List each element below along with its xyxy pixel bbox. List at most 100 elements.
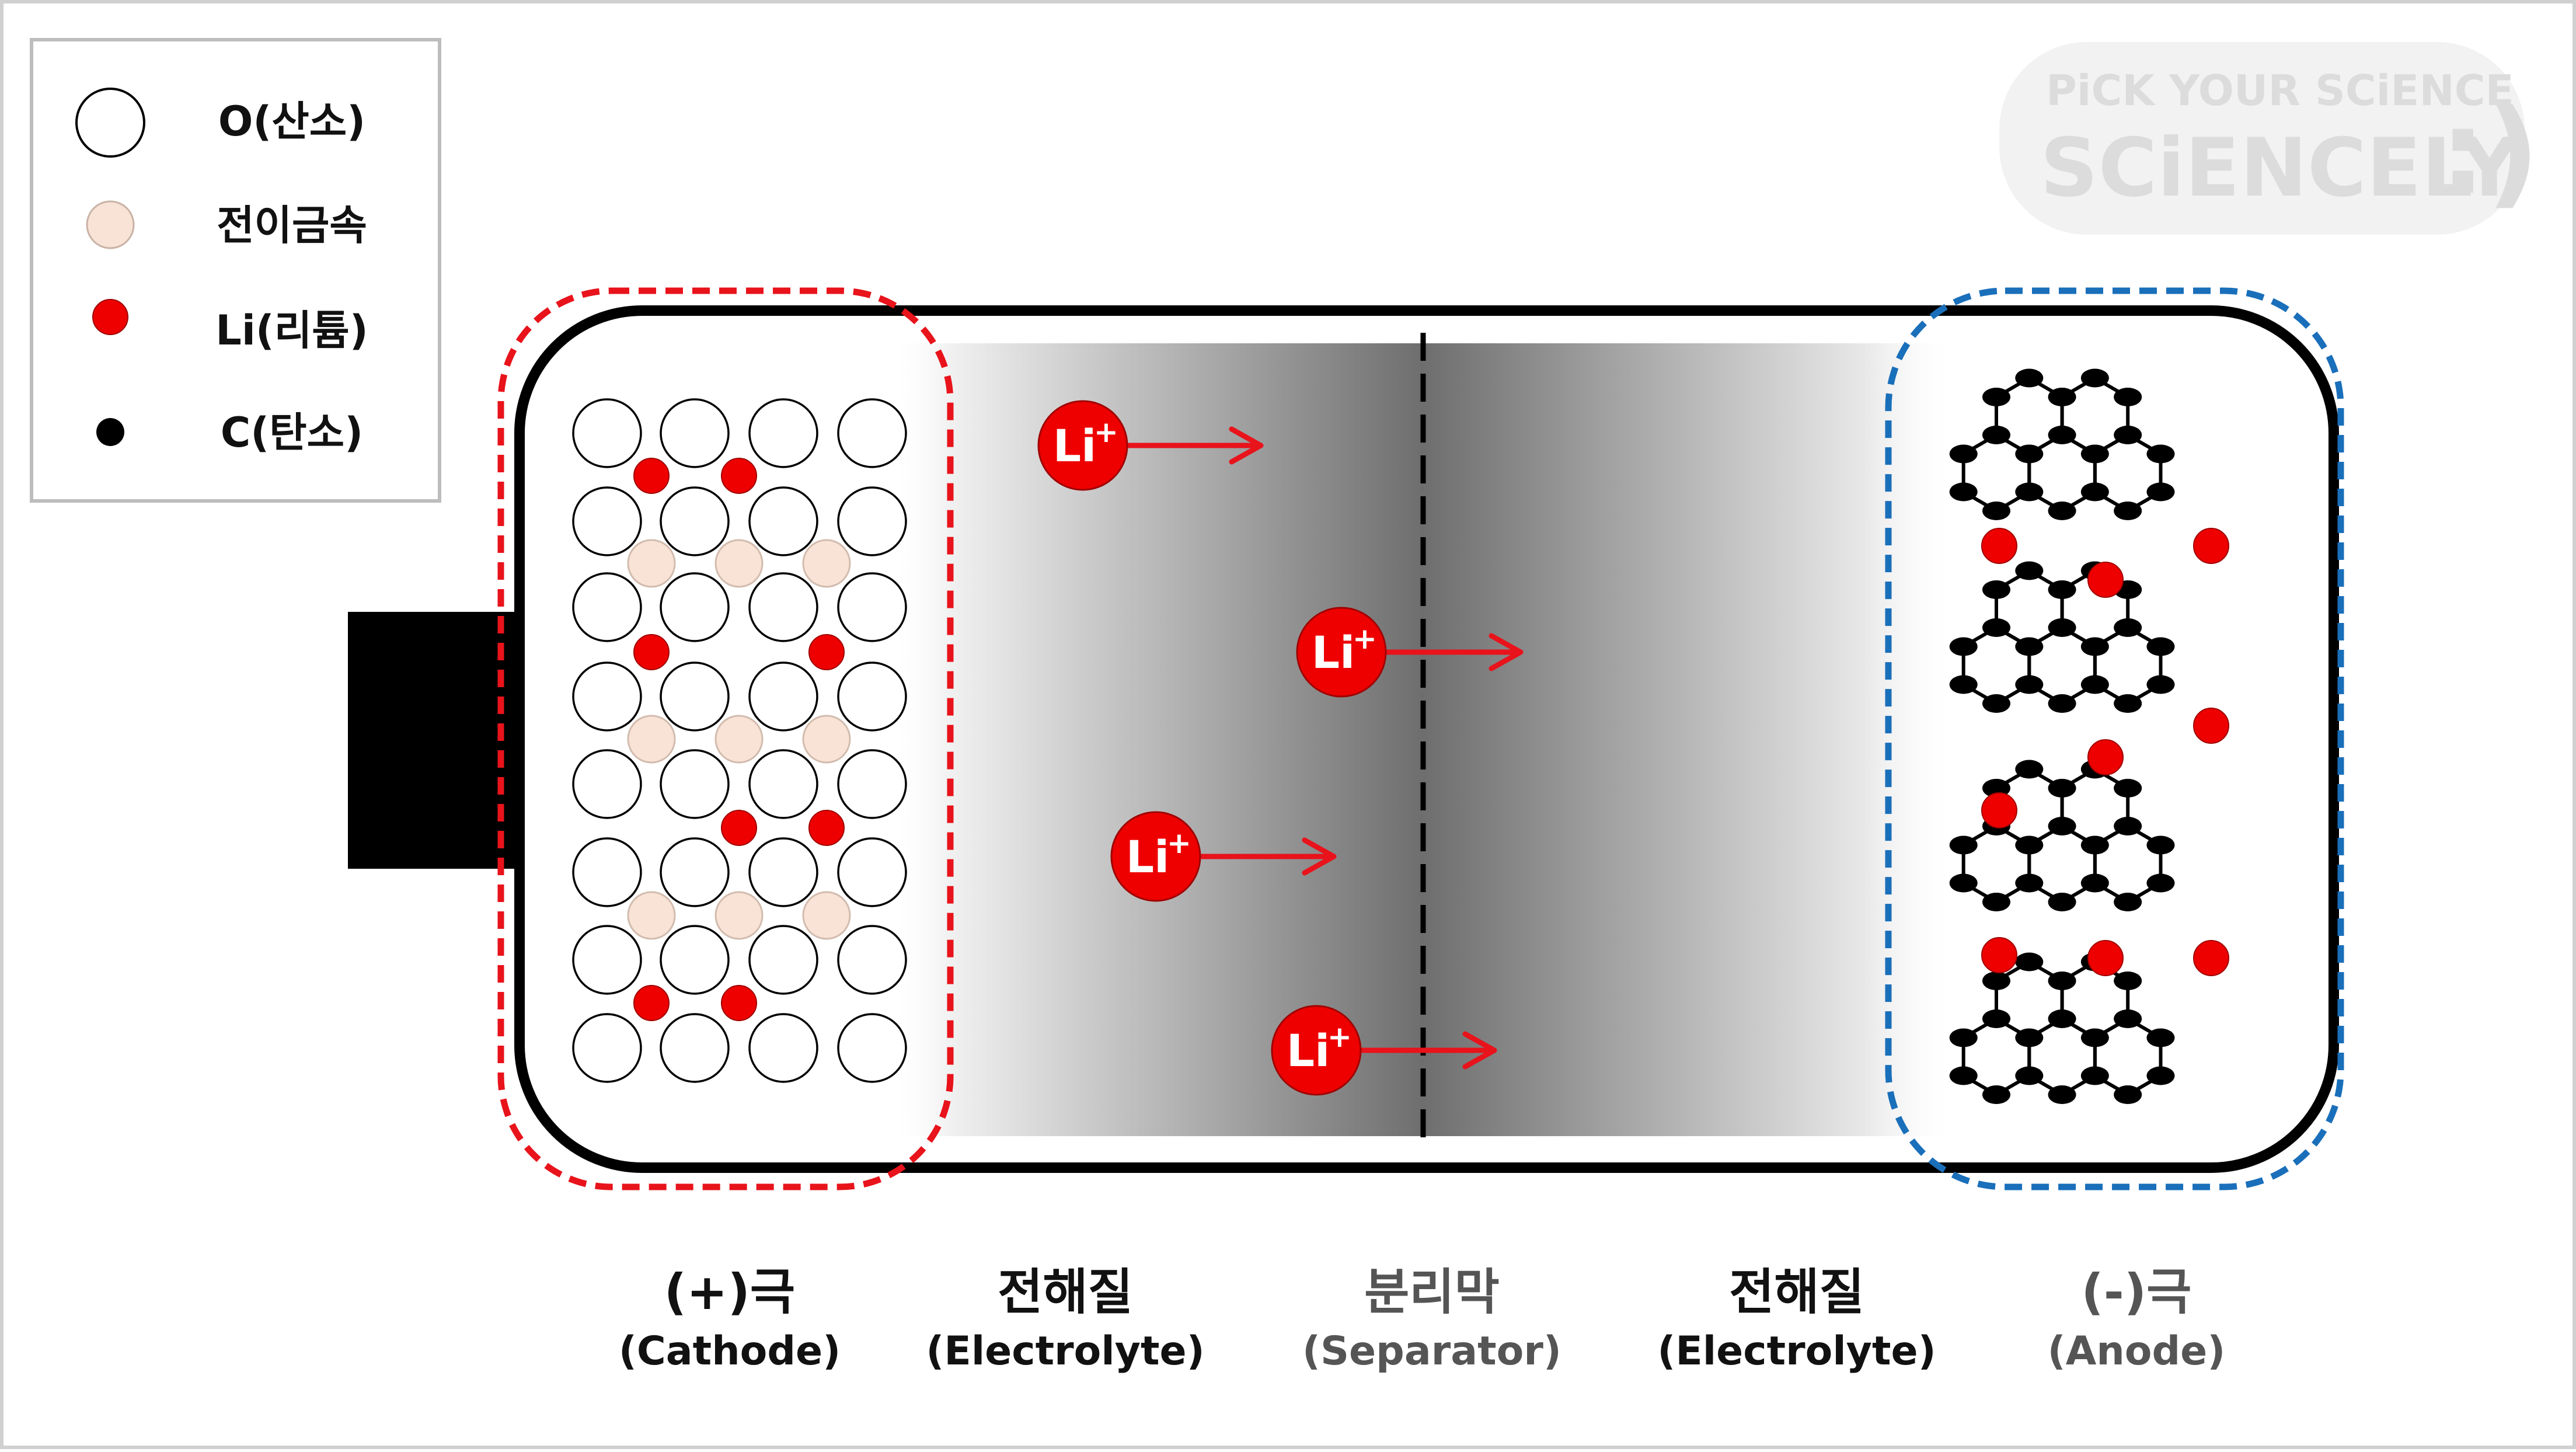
oxygen-atom [837,925,907,995]
carbon-atom [2048,893,2076,911]
lithium-atom [721,810,757,846]
lithium-ions: Li+Li+Li+Li+ [1037,400,1524,1096]
label-separator-title: 분리막 [1364,1263,1500,1321]
carbon-atom [2048,502,2076,520]
label-electrolyte-right-subtitle: (Electrolyte) [1657,1328,1936,1374]
carbon-atom [2114,388,2142,406]
transition-metal-atom [627,891,676,940]
label-cathode-title: (+)극 [664,1263,795,1321]
oxygen-atom [837,572,907,642]
carbon-atom [2048,817,2076,835]
carbon-atom [2146,873,2175,893]
ion-circle [1271,1005,1362,1096]
carbon-atom [2114,1009,2142,1028]
carbon-atom [2080,444,2109,464]
carbon-atom [2015,835,2044,855]
lithium-atom [633,458,670,494]
carbon-atom [2146,675,2175,694]
carbon-atom [1982,1009,2010,1028]
oxygen-atom [748,925,818,995]
oxygen-atom [837,837,907,907]
ion-label: Li [1287,1025,1330,1077]
carbon-atom [2114,893,2142,911]
oxygen-atom [748,661,818,732]
lithium-atom [721,458,757,494]
anode-outline [1885,287,2344,1190]
ion-charge: + [1094,415,1118,449]
carbon-atom [2048,1085,2076,1104]
electrolyte-left [899,343,1423,1136]
carbon-atom [2048,1009,2076,1028]
carbon-atom [2146,1028,2175,1047]
electrolyte-right [1423,343,1948,1136]
carbon-atom [2114,779,2142,798]
carbon-atom [1949,444,1978,464]
carbon-atom [2080,637,2109,656]
oxygen-atom [572,572,642,642]
carbon-atom [2146,637,2175,656]
carbon-atom [1982,388,2010,406]
carbon-atom [2114,972,2142,990]
ion-charge: + [1327,1020,1352,1054]
carbon-atom [2114,502,2142,520]
carbon-atom [2015,444,2044,464]
label-anode-subtitle: (Anode) [2048,1328,2226,1374]
oxygen-atom [837,486,907,556]
carbon-atom [2048,618,2076,637]
oxygen-atom [837,398,907,468]
legend-label-lithium: Li(리튬) [215,307,368,354]
oxygen-atom [572,398,642,468]
legend-label-transition-metal: 전이금속 [217,201,367,249]
lithium-ion: Li+ [1271,1005,1497,1096]
legend-carbon-swatch [96,418,124,446]
carbon-atom [2015,1066,2044,1085]
carbon-atom [2080,482,2109,502]
carbon-atom [2114,1085,2142,1104]
carbon-atom [2146,444,2175,464]
legend-oxygen-swatch [75,88,145,158]
carbon-atom [2114,426,2142,444]
ion-circle [1037,400,1128,491]
watermark-smile: :) [2439,85,2539,221]
lithium-atom [721,985,757,1021]
carbon-atom [1982,893,2010,911]
lithium-ion: Li+ [1296,607,1524,698]
watermark-badge [1999,42,2525,235]
legend-transition-metal-swatch [86,200,135,249]
lithium-atom [1981,792,2017,828]
carbon-atom [2080,873,2109,893]
oxygen-atom [572,1013,642,1083]
carbon-atom [2080,368,2109,388]
region-labels: (+)극 (Cathode) 전해질 (Electrolyte) 분리막 (Se… [619,1263,2226,1374]
oxygen-atom [748,398,818,468]
carbon-atom [2015,1028,2044,1047]
carbon-atom [2015,637,2044,656]
carbon-atom [1982,618,2010,637]
ion-charge: + [1167,826,1191,860]
carbon-atom [2015,760,2044,779]
oxygen-atom [837,1013,907,1083]
oxygen-atom [748,837,818,907]
oxygen-atom [837,749,907,819]
carbon-atom [2114,618,2142,637]
legend-lithium-swatch [92,299,128,335]
ion-arrow-head [1302,837,1337,876]
lithium-atom [2087,562,2124,598]
lithium-atom [2087,940,2124,976]
ion-charge: + [1353,622,1377,656]
lithium-ion: Li+ [1037,400,1264,491]
carbon-atom [1982,426,2010,444]
ion-circle [1296,607,1387,698]
oxygen-atom [572,837,642,907]
carbon-atom [1949,482,1978,502]
label-cathode-subtitle: (Cathode) [619,1328,841,1374]
label-electrolyte-left-title: 전해질 [998,1263,1133,1321]
cathode-fade [858,343,951,1136]
carbon-atom [2015,482,2044,502]
watermark: PiCK YOUR SCiENCE SCiENCELY :) [1999,42,2540,235]
carbon-atom [1982,972,2010,990]
oxygen-atom [660,661,730,732]
carbon-atom [1949,637,1978,656]
carbon-atom [1982,694,2010,713]
